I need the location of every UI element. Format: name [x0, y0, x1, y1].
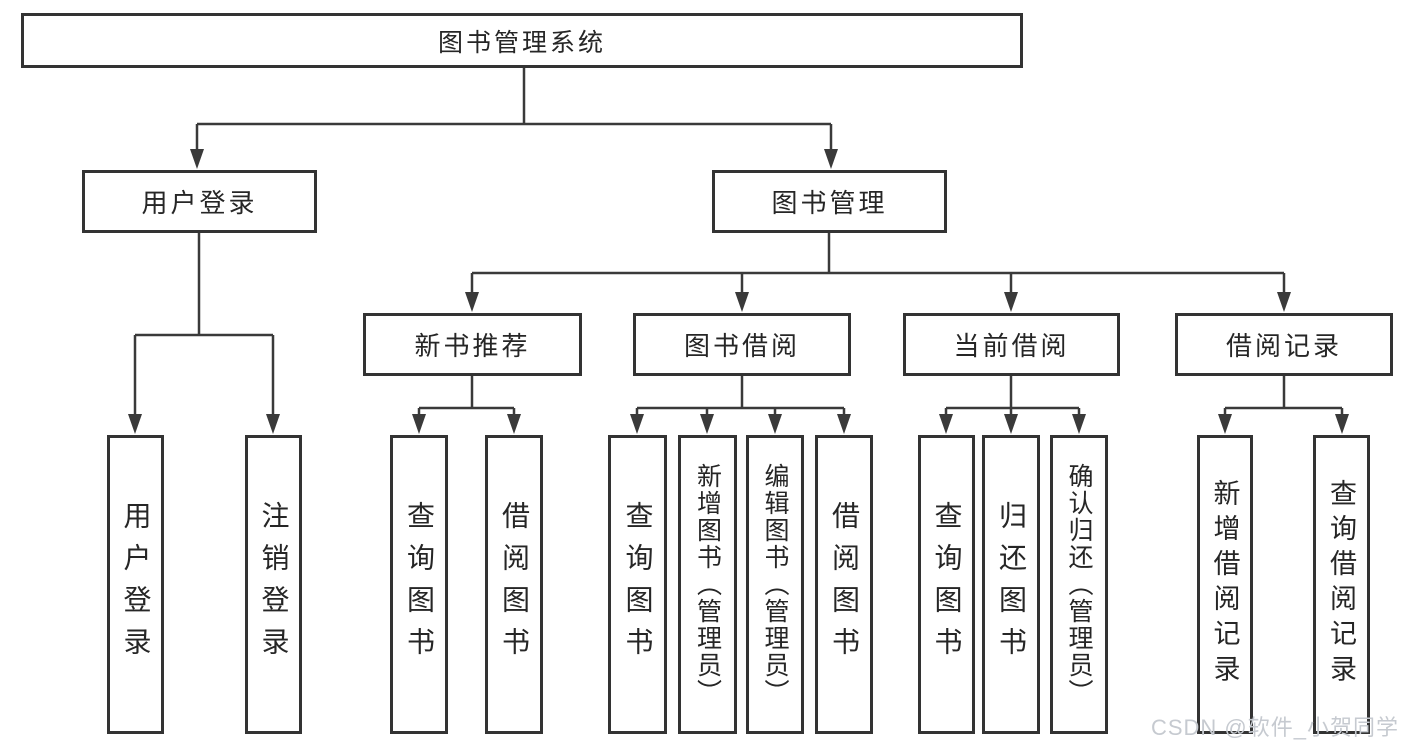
node-label: 用户登录: [141, 188, 258, 218]
leaf-add-borrow-record: 新增借阅记录: [1197, 435, 1253, 734]
leaf-label: 确认归还（管理员）: [1065, 463, 1093, 706]
leaf-return-books: 归还图书: [982, 435, 1040, 734]
leaf-user-login: 用户登录: [107, 435, 164, 734]
node-label: 图书借阅: [683, 331, 800, 361]
connector-lines: [133, 68, 1344, 418]
leaf-label: 用户登录: [120, 500, 152, 669]
node-root: 图书管理系统: [21, 13, 1023, 68]
leaf-edit-book-admin: 编辑图书（管理员）: [746, 435, 804, 734]
node-user-login: 用户登录: [82, 170, 317, 233]
leaf-label: 查询借阅记录: [1326, 479, 1356, 690]
node-label: 当前借阅: [953, 331, 1070, 361]
node-label: 图书管理: [771, 188, 888, 218]
leaf-label: 查询图书: [931, 500, 963, 669]
leaf-label: 新增图书（管理员）: [693, 463, 722, 706]
node-current-borrowing: 当前借阅: [903, 313, 1120, 376]
leaf-label: 查询图书: [622, 500, 654, 669]
leaf-label: 借阅图书: [829, 500, 860, 669]
node-label: 借阅记录: [1225, 331, 1342, 361]
leaf-label: 编辑图书（管理员）: [761, 463, 789, 706]
node-label: 新书推荐: [414, 331, 531, 361]
leaf-label: 借阅图书: [499, 500, 530, 669]
node-borrow-records: 借阅记录: [1175, 313, 1393, 376]
leaf-label: 查询图书: [404, 500, 435, 669]
csdn-watermark: CSDN @软件_小贺同学: [1150, 715, 1399, 740]
leaf-confirm-return-admin: 确认归还（管理员）: [1050, 435, 1108, 734]
node-label: 图书管理系统: [437, 28, 606, 57]
leaf-borrow-books-1: 借阅图书: [485, 435, 543, 734]
node-book-borrowing: 图书借阅: [633, 313, 851, 376]
leaf-query-borrow-record: 查询借阅记录: [1313, 435, 1370, 734]
node-book-management: 图书管理: [712, 170, 947, 233]
leaf-query-books-3: 查询图书: [918, 435, 975, 734]
leaf-query-books-2: 查询图书: [608, 435, 667, 734]
leaf-query-books-1: 查询图书: [390, 435, 448, 734]
node-new-book-recommend: 新书推荐: [363, 313, 582, 376]
leaf-logout: 注销登录: [245, 435, 302, 734]
leaf-label: 归还图书: [996, 500, 1027, 669]
leaf-add-book-admin: 新增图书（管理员）: [678, 435, 737, 734]
leaf-label: 新增借阅记录: [1209, 479, 1240, 690]
leaf-borrow-books-2: 借阅图书: [815, 435, 873, 734]
leaf-label: 注销登录: [258, 500, 290, 669]
